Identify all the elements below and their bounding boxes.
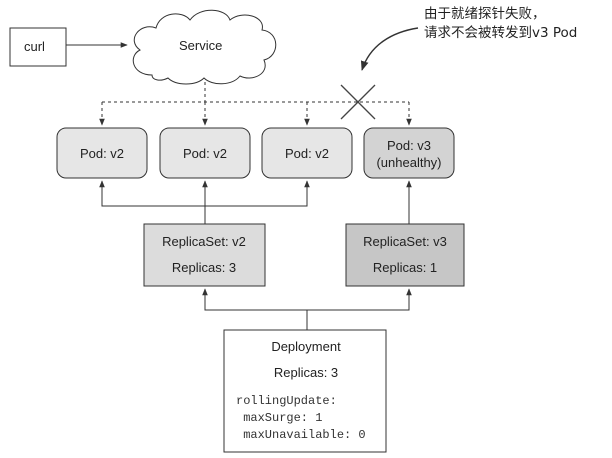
replicaset-v2-replicas: Replicas: 3 <box>172 260 236 275</box>
pod-1-label: Pod: v2 <box>80 146 124 161</box>
pod-3-label: Pod: v2 <box>285 146 329 161</box>
curl-node: curl <box>9 27 67 67</box>
replicaset-v3-replicas: Replicas: 1 <box>373 260 437 275</box>
replicaset-v3: ReplicaSet: v3 Replicas: 1 <box>345 223 465 287</box>
replicaset-v2-name: ReplicaSet: v2 <box>162 234 246 249</box>
service-label: Service <box>179 38 222 53</box>
annotation-line-1: 由于就绪探针失败， <box>424 6 546 22</box>
deployment-strategy-line-2: maxSurge: 1 <box>236 411 322 425</box>
pod-2-label: Pod: v2 <box>183 146 227 161</box>
replicaset-v3-name: ReplicaSet: v3 <box>363 234 447 249</box>
pod-4-unhealthy: Pod: v3 (unhealthy) <box>363 127 455 179</box>
rs-v2-to-pods-connector <box>99 180 310 224</box>
service-cloud: Service <box>132 9 277 85</box>
deployment: Deployment Replicas: 3 rollingUpdate: ma… <box>223 329 387 453</box>
deployment-strategy-line-3: maxUnavailable: 0 <box>236 428 366 442</box>
annotation-arrow <box>360 27 419 71</box>
pod-1: Pod: v2 <box>56 127 148 179</box>
replicaset-v2: ReplicaSet: v2 Replicas: 3 <box>143 223 266 287</box>
deployment-strategy-line-1: rollingUpdate: <box>236 394 337 408</box>
deployment-replicas: Replicas: 3 <box>274 365 338 380</box>
curl-label: curl <box>24 39 45 54</box>
deployment-name: Deployment <box>271 339 341 354</box>
pod-3: Pod: v2 <box>261 127 353 179</box>
service-routing <box>99 82 412 126</box>
annotation-line-2: 请求不会被转发到v3 Pod <box>424 25 577 41</box>
pod-4-label: Pod: v3 <box>387 138 431 153</box>
pod-2: Pod: v2 <box>159 127 251 179</box>
blocked-x-mark <box>340 84 376 120</box>
annotation: 由于就绪探针失败， 请求不会被转发到v3 Pod <box>424 6 577 41</box>
pod-4-status: (unhealthy) <box>376 155 441 170</box>
deployment-to-replicasets-connector <box>202 288 412 330</box>
